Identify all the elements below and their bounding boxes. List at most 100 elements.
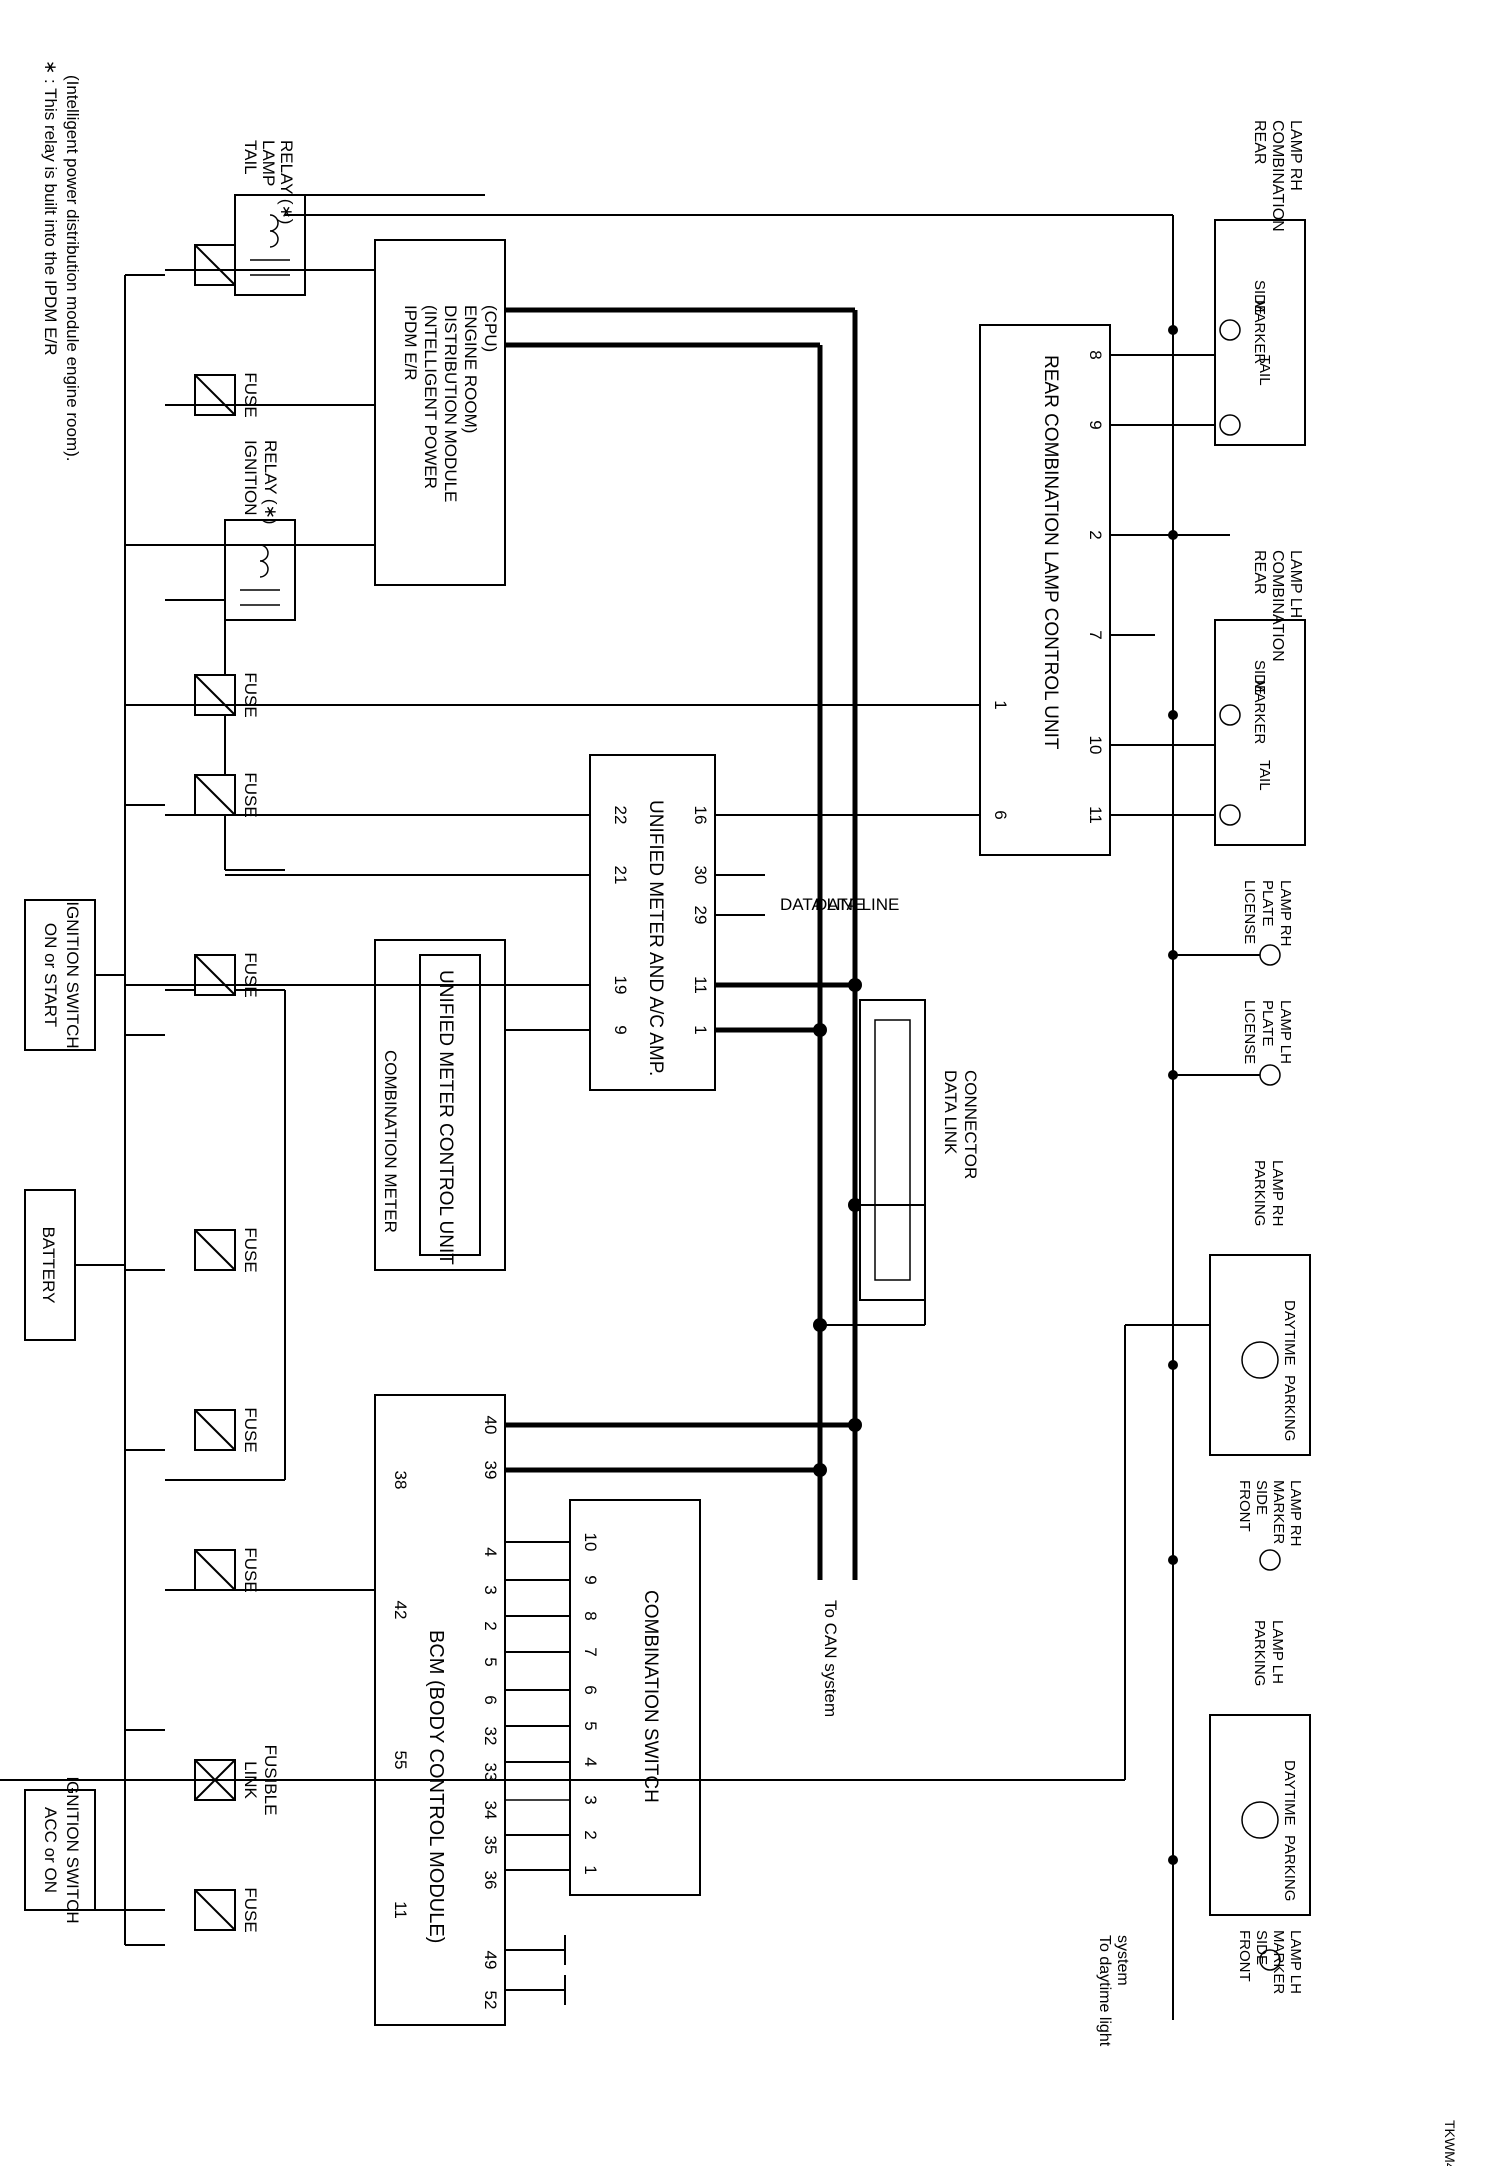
license-plate-lamps: LICENSE PLATE LAMP RH LICENSE PLATE LAMP… <box>1173 880 1294 1086</box>
svg-text:16: 16 <box>691 806 710 825</box>
svg-text:ACC or ON: ACC or ON <box>41 1807 60 1893</box>
svg-text:LAMP LH: LAMP LH <box>1287 550 1304 618</box>
svg-text:IGNITION SWITCH: IGNITION SWITCH <box>63 1776 82 1923</box>
svg-text:7: 7 <box>1086 630 1105 639</box>
svg-text:38: 38 <box>391 1471 410 1490</box>
svg-text:2: 2 <box>581 1830 600 1839</box>
svg-text:BATTERY: BATTERY <box>39 1227 58 1304</box>
svg-text:3: 3 <box>481 1585 500 1594</box>
unified-meter-ac-amp: UNIFIED METER AND A/C AMP. 9 19 21 22 1 … <box>125 754 925 1091</box>
svg-text:COMBINATION SWITCH: COMBINATION SWITCH <box>640 1590 661 1803</box>
svg-text:39: 39 <box>481 1461 500 1480</box>
svg-text:FUSE: FUSE <box>241 1887 260 1932</box>
svg-text:5: 5 <box>581 1721 600 1730</box>
svg-text:FUSE: FUSE <box>241 1227 260 1272</box>
svg-text:LAMP RH: LAMP RH <box>1287 1480 1304 1546</box>
svg-text:LAMP RH: LAMP RH <box>1269 1160 1286 1226</box>
svg-text:IGNITION SWITCH: IGNITION SWITCH <box>63 901 82 1048</box>
svg-text:FUSE: FUSE <box>241 372 260 417</box>
svg-text:19: 19 <box>611 976 630 995</box>
data-link-connector: DATA LINK CONNECTOR <box>820 999 980 1326</box>
svg-text:5: 5 <box>481 1657 500 1666</box>
svg-text:ENGINE ROOM): ENGINE ROOM) <box>461 305 480 433</box>
svg-text:1: 1 <box>991 700 1010 709</box>
svg-text:LAMP LH: LAMP LH <box>1277 1000 1294 1064</box>
svg-text:REAR: REAR <box>1251 120 1268 164</box>
daytime-light-system-label: To daytime light system <box>1096 1935 1131 2047</box>
svg-text:1: 1 <box>581 1865 600 1874</box>
lamp-feed <box>0 214 1255 2020</box>
rear-combination-lamp-control-unit: REAR COMBINATION LAMP CONTROL UNIT 6 1 1… <box>165 324 1230 856</box>
svg-text:FUSE: FUSE <box>241 672 260 717</box>
svg-text:35: 35 <box>481 1836 500 1855</box>
svg-text:PARKING: PARKING <box>1281 1835 1298 1901</box>
svg-text:32: 32 <box>481 1727 500 1746</box>
svg-text:DISTRIBUTION MODULE: DISTRIBUTION MODULE <box>441 305 460 502</box>
svg-text:TAIL: TAIL <box>1256 760 1273 791</box>
ipdm-er-module: IPDM E/R (INTELLIGENT POWER DISTRIBUTION… <box>165 239 506 586</box>
svg-text:LAMP: LAMP <box>259 140 278 186</box>
svg-text:MARKER: MARKER <box>1251 680 1268 744</box>
ignition-switch-on-start-box: IGNITION SWITCH ON or START <box>24 899 125 1051</box>
svg-text:29: 29 <box>691 906 710 925</box>
svg-text:(Intelligent power distributio: (Intelligent power distribution module e… <box>63 75 82 461</box>
svg-text:9: 9 <box>1086 420 1105 429</box>
svg-text:49: 49 <box>481 1951 500 1970</box>
svg-text:6: 6 <box>991 810 1010 819</box>
svg-text:PARKING: PARKING <box>1251 1160 1268 1226</box>
svg-text:TAIL: TAIL <box>1256 355 1273 386</box>
svg-text:TAIL: TAIL <box>241 140 260 175</box>
svg-text:LICENSE: LICENSE <box>1241 1000 1258 1064</box>
svg-text:PLATE: PLATE <box>1259 880 1276 926</box>
svg-text:FUSE: FUSE <box>241 952 260 997</box>
rear-combination-lamp-rh: SIDE MARKER TAIL REAR COMBINATION LAMP R… <box>1214 120 1306 446</box>
svg-text:DATA LINE: DATA LINE <box>815 895 899 914</box>
svg-text:FRONT: FRONT <box>1236 1480 1253 1532</box>
svg-text:(INTELLIGENT POWER: (INTELLIGENT POWER <box>421 305 440 489</box>
ignition-switch-acc-on-box: IGNITION SWITCH ACC or ON <box>24 1776 165 1924</box>
svg-text:DATA LINK: DATA LINK <box>941 1070 960 1155</box>
can-bus: DATA LINE DATA LINE To CAN system <box>505 307 899 1717</box>
svg-text:6: 6 <box>581 1685 600 1694</box>
svg-text:8: 8 <box>581 1611 600 1620</box>
svg-text:4: 4 <box>481 1547 500 1556</box>
svg-text:DAYTIME: DAYTIME <box>1281 1760 1298 1826</box>
svg-text:(CPU): (CPU) <box>481 305 500 352</box>
svg-text:MARKER: MARKER <box>1251 300 1268 364</box>
svg-text:MARKER: MARKER <box>1270 1480 1287 1544</box>
svg-text:40: 40 <box>481 1416 500 1435</box>
svg-text:8: 8 <box>1086 350 1105 359</box>
svg-text:PARKING: PARKING <box>1281 1375 1298 1441</box>
svg-text:42: 42 <box>391 1601 410 1620</box>
svg-text:UNIFIED METER CONTROL UNIT: UNIFIED METER CONTROL UNIT <box>435 970 456 1265</box>
svg-text:FUSE: FUSE <box>241 1547 260 1592</box>
svg-text:3: 3 <box>581 1795 600 1804</box>
svg-text:UNIFIED METER AND A/C AMP.: UNIFIED METER AND A/C AMP. <box>645 800 666 1076</box>
svg-text:52: 52 <box>481 1991 500 2010</box>
svg-text:36: 36 <box>481 1871 500 1890</box>
rear-combination-lamp-lh: SIDE MARKER TAIL REAR COMBINATION LAMP L… <box>1214 550 1306 846</box>
svg-text:To daytime light: To daytime light <box>1096 1935 1113 2047</box>
svg-text:FUSE: FUSE <box>241 1407 260 1452</box>
svg-text:IGNITION: IGNITION <box>241 440 260 516</box>
svg-text:REAR COMBINATION LAMP CONTROL: REAR COMBINATION LAMP CONTROL UNIT <box>1040 355 1061 750</box>
ignition-relay: IGNITION RELAY (∗) <box>224 440 296 621</box>
svg-text:REAR: REAR <box>1251 550 1268 594</box>
svg-text:9: 9 <box>581 1575 600 1584</box>
svg-text:system: system <box>1114 1935 1131 1986</box>
svg-text:DATA LINE: DATA LINE <box>780 895 864 914</box>
svg-text:30: 30 <box>691 866 710 885</box>
combination-meter: UNIFIED METER CONTROL UNIT COMBINATION M… <box>374 939 506 1271</box>
svg-text:34: 34 <box>481 1801 500 1820</box>
svg-text:DAYTIME: DAYTIME <box>1281 1300 1298 1366</box>
svg-text:BCM (BODY CONTROL MODULE): BCM (BODY CONTROL MODULE) <box>425 1630 447 1943</box>
svg-text:2: 2 <box>481 1621 500 1630</box>
bcm-module: BCM (BODY CONTROL MODULE) 11 55 42 38 52… <box>374 1394 566 2026</box>
svg-text:6: 6 <box>481 1695 500 1704</box>
svg-text:ON or START: ON or START <box>41 923 60 1027</box>
svg-text:SIDE: SIDE <box>1253 1480 1270 1515</box>
relay-note: ∗ : This relay is built into the IPDM E/… <box>41 60 82 461</box>
svg-text:∗ : This relay is built into t: ∗ : This relay is built into the IPDM E/… <box>41 60 60 355</box>
svg-text:11: 11 <box>691 976 710 994</box>
